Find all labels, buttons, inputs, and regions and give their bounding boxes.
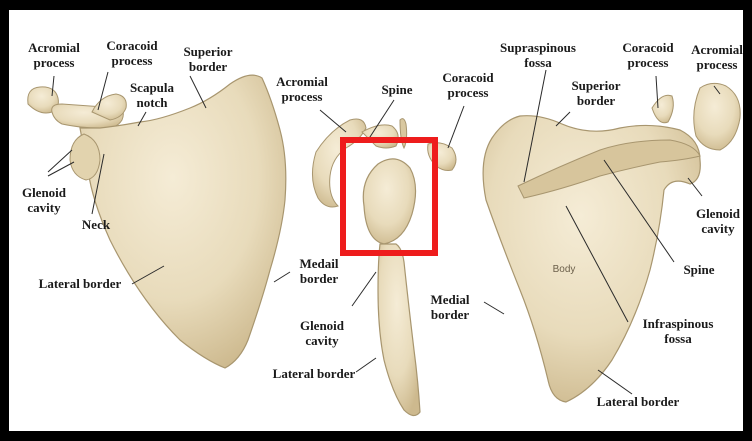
label-right-infraspinous-fossa: Infraspinous fossa xyxy=(626,316,730,346)
label-right-body: Body xyxy=(544,262,584,277)
label-right-spine: Spine xyxy=(674,262,724,277)
left-scapula-bone xyxy=(28,75,286,368)
label-right-lateral-border: Lateral border xyxy=(582,394,694,409)
label-left-lateral-border: Lateral border xyxy=(24,276,136,291)
label-left-neck: Neck xyxy=(74,217,118,232)
label-left-superior-border: Superior border xyxy=(172,44,244,74)
label-right-acromial-process: Acromial process xyxy=(682,42,752,72)
label-left-glenoid-cavity: Glenoid cavity xyxy=(12,185,76,215)
label-middle-medial-border: Medail border xyxy=(290,256,348,286)
label-left-scapula-notch: Scapula notch xyxy=(120,80,184,110)
label-left-acromial-process: Acromial process xyxy=(18,40,90,70)
label-right-medial-border: Medial border xyxy=(420,292,480,322)
label-right-glenoid-cavity: Glenoid cavity xyxy=(686,206,750,236)
highlight-box-glenoid xyxy=(340,137,438,256)
label-middle-acromial-process: Acromial process xyxy=(262,74,342,104)
label-middle-coracoid-process: Coracoid process xyxy=(428,70,508,100)
label-middle-lateral-border: Lateral border xyxy=(258,366,370,381)
label-right-coracoid-process: Coracoid process xyxy=(612,40,684,70)
label-left-coracoid-process: Coracoid process xyxy=(96,38,168,68)
label-right-superior-border: Superior border xyxy=(560,78,632,108)
label-right-supraspinous-fossa: Supraspinous fossa xyxy=(486,40,590,70)
right-scapula-bone xyxy=(483,83,740,402)
label-middle-glenoid-cavity: Glenoid cavity xyxy=(292,318,352,348)
label-middle-spine: Spine xyxy=(372,82,422,97)
